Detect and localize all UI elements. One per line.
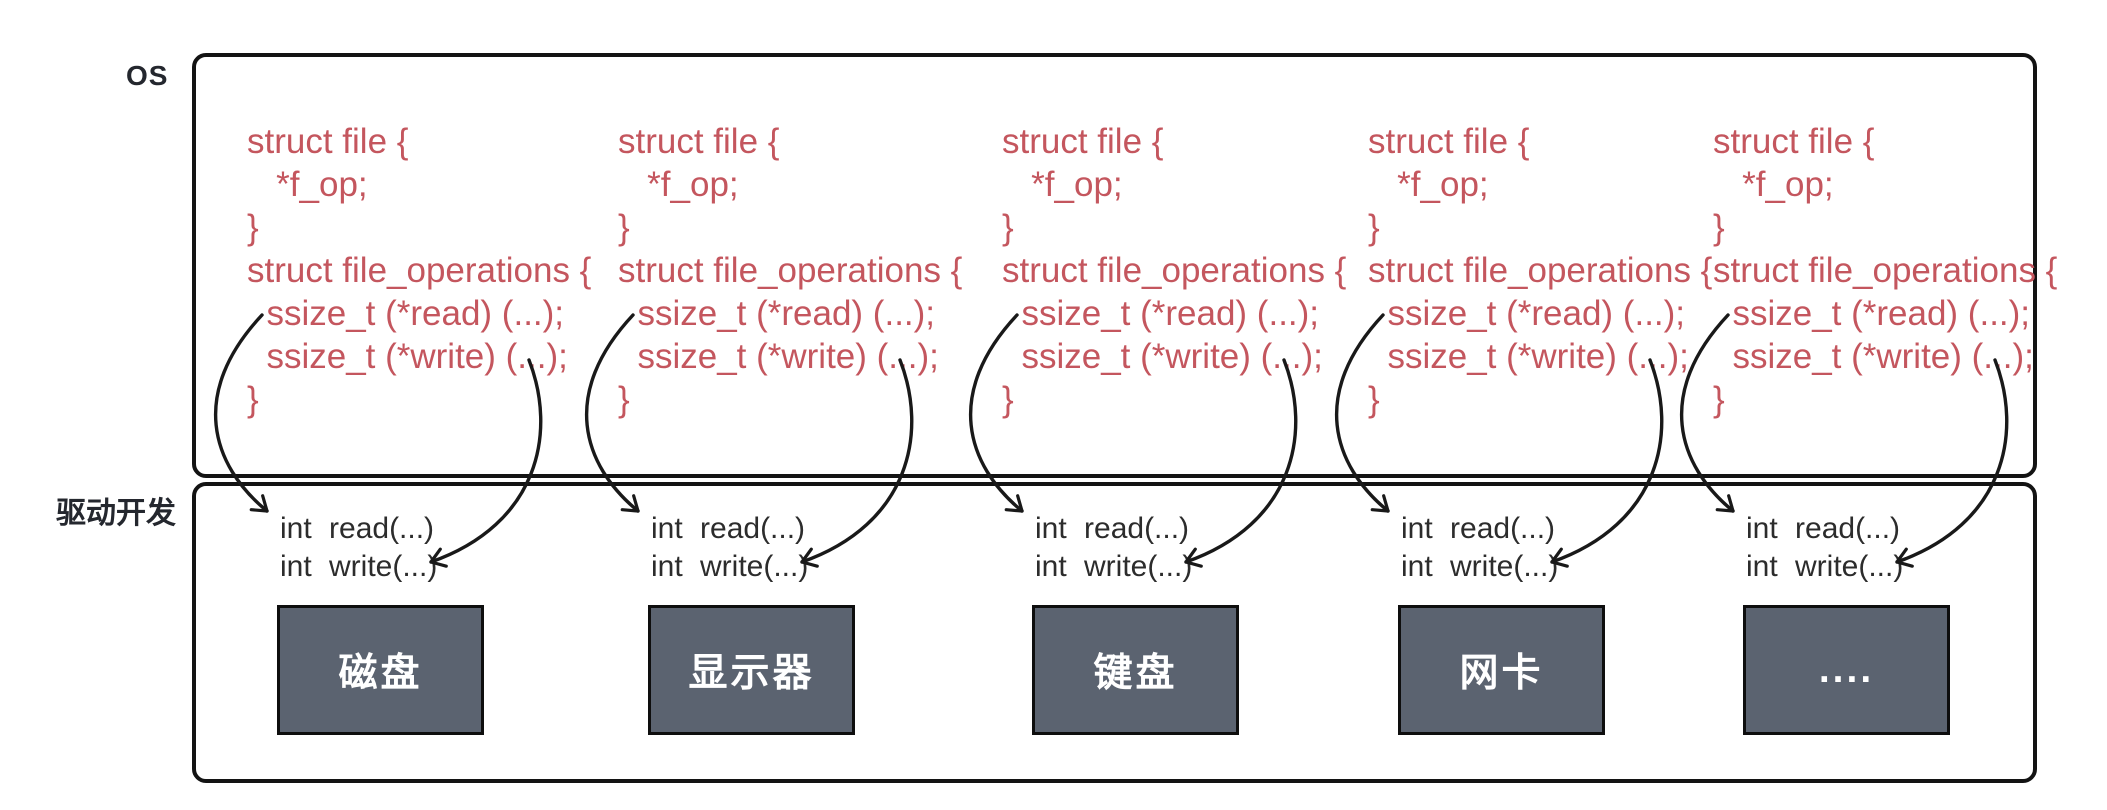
struct-file-code: struct file { *f_op; } struct file_opera… [247, 122, 592, 419]
device-box: 键盘 [1032, 605, 1239, 735]
device-label: 磁盘 [338, 652, 423, 695]
device-box: 显示器 [648, 605, 855, 735]
driver-development-box [192, 482, 2037, 783]
driver-function-signatures: int read(...) int write(...) [280, 512, 438, 583]
device-box: .... [1743, 605, 1950, 735]
struct-file-code: struct file { *f_op; } struct file_opera… [1002, 122, 1347, 419]
device-label: 显示器 [688, 652, 815, 695]
device-label: 键盘 [1093, 652, 1178, 695]
device-label: 网卡 [1459, 652, 1544, 695]
device-label: .... [1818, 648, 1875, 691]
driver-function-signatures: int read(...) int write(...) [1401, 512, 1559, 583]
driver-function-signatures: int read(...) int write(...) [1746, 512, 1904, 583]
device-box: 磁盘 [277, 605, 484, 735]
driver-function-signatures: int read(...) int write(...) [651, 512, 809, 583]
driver-function-signatures: int read(...) int write(...) [1035, 512, 1193, 583]
struct-file-code: struct file { *f_op; } struct file_opera… [1368, 122, 1713, 419]
device-box: 网卡 [1398, 605, 1605, 735]
os-box [192, 53, 2037, 478]
struct-file-code: struct file { *f_op; } struct file_opera… [1713, 122, 2058, 419]
driver-development-label: 驱动开发 [56, 497, 176, 530]
struct-file-code: struct file { *f_op; } struct file_opera… [618, 122, 963, 419]
os-label: OS [126, 60, 169, 91]
